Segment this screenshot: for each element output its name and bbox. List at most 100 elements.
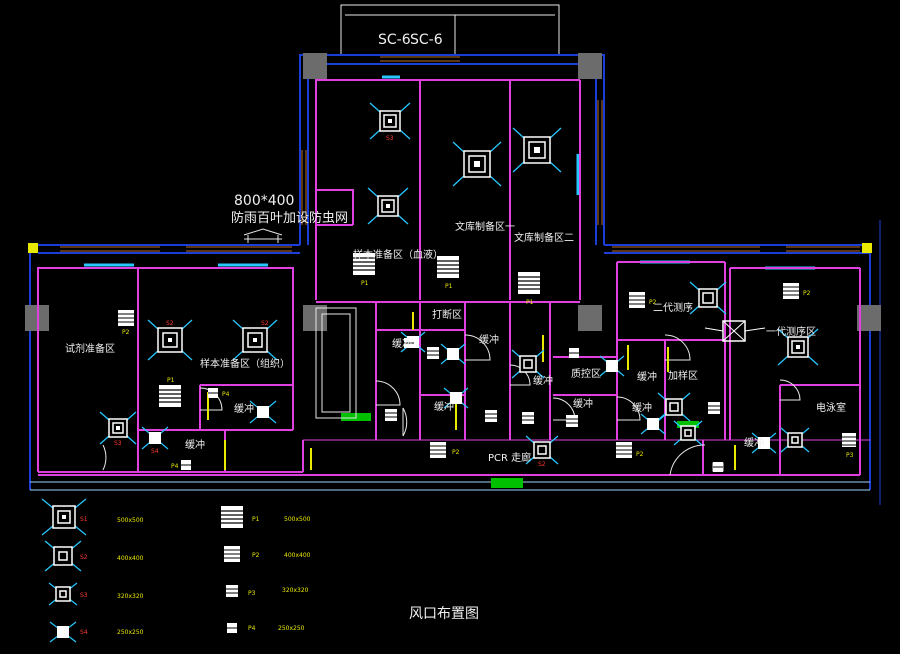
rooftop-units: SC-6 SC-6 (340, 4, 560, 56)
svg-text:P2: P2 (803, 290, 811, 297)
room-label-electrophoresis: 电泳室 (816, 401, 846, 414)
legend-supply-s4 (49, 621, 77, 643)
supply-diffuser-s3 (511, 349, 545, 379)
legend-supply-s1 (41, 498, 87, 536)
supply-diffuser-s3: S2 (525, 435, 559, 468)
room-label-buffer: 缓冲 (637, 370, 657, 383)
interior-fixture (315, 307, 357, 419)
supply-diffuser-s4 (440, 343, 466, 365)
room-label-corridor: PCR 走廊 (488, 451, 531, 464)
return-grille-p4 (713, 462, 723, 472)
supply-diffuser-s2 (777, 328, 819, 366)
svg-text:P4: P4 (222, 391, 230, 398)
supply-diffuser-s4: S4 (141, 426, 169, 455)
return-grille-p2: P2 (118, 310, 134, 336)
return-grille-p3 (427, 347, 439, 359)
room-label-reagent: 试剂准备区 (65, 342, 115, 355)
return-grille-p2: P2 (430, 442, 460, 458)
legend-return-p3-tag: P3 (248, 590, 256, 597)
svg-text:P2: P2 (636, 451, 644, 458)
return-grilles: P1 P1 P1 P1 P2 P2 P2 (118, 253, 856, 472)
svg-text:P1: P1 (445, 283, 453, 290)
structural-walls (29, 54, 881, 505)
room-label-buffer: 缓冲 (234, 402, 254, 415)
svg-text:P3: P3 (846, 452, 854, 459)
room-label-lib-prep-2: 文库制备区二 (514, 231, 574, 244)
louver-annotation: 800*400 防雨百叶加设防虫网 (231, 193, 348, 243)
supply-diffuser-s3 (780, 427, 810, 453)
room-labels: 试剂准备区 样本准备区（组织） 样本准备区（血液） 文库制备区一 文库制备区二 … (65, 220, 846, 464)
legend-return-p4-tag: P4 (248, 625, 256, 632)
supply-diffuser-s3: S3 (99, 411, 137, 447)
room-label-sample-prep-tissue: 样本准备区（组织） (200, 357, 290, 370)
room-label-buffer: 缓冲 (744, 436, 764, 449)
room-label-buffer: 缓冲 (632, 401, 652, 414)
legend-return-p2-size: 400x400 (284, 552, 311, 559)
svg-text:P2: P2 (452, 449, 460, 456)
return-grille-p4: P4 (171, 460, 191, 470)
svg-text:P1: P1 (526, 299, 534, 306)
room-label-lib-prep-1: 文库制备区一 (455, 220, 515, 233)
supply-diffuser-s2 (689, 281, 727, 315)
return-grille-p2: P2 (783, 283, 811, 299)
rooftop-unit-label-2: SC-6 (410, 32, 443, 48)
equipment-box (704, 320, 766, 342)
rooftop-unit-label-1: SC-6 (378, 32, 411, 48)
legend-supply-s4-size: 250x250 (117, 629, 144, 636)
partitions (37, 79, 870, 476)
legend-supply-s3-size: 320x320 (117, 593, 144, 600)
legend-return-p4 (227, 623, 237, 633)
return-grille-p4 (404, 338, 414, 348)
return-grille-p3: P3 (842, 433, 856, 459)
legend-supply-s1-size: 500x500 (117, 517, 144, 524)
svg-text:P2: P2 (649, 299, 657, 306)
room-label-gen2-seq: 二代测序 (653, 301, 693, 314)
legend-supply-s3 (48, 582, 78, 606)
supply-diffuser-s4 (640, 413, 666, 435)
wall-hatching (60, 56, 860, 252)
louver-description: 防雨百叶加设防虫网 (231, 210, 348, 226)
supply-diffuser-s3 (657, 392, 691, 422)
svg-text:S2: S2 (166, 320, 174, 327)
supply-diffuser-s3: S3 (369, 102, 411, 142)
windows (84, 75, 815, 270)
supply-diffuser-s1 (512, 127, 562, 173)
columns (25, 53, 881, 331)
room-label-quality: 质控区 (571, 367, 601, 380)
supply-diffuser-s4 (443, 387, 469, 409)
return-grille-p2: P2 (616, 442, 644, 458)
svg-text:P1: P1 (167, 377, 175, 384)
legend-supply-s1-tag: S1 (80, 516, 88, 523)
return-grille-p4: P4 (208, 388, 230, 398)
room-label-gen1-seq: 一代测序区 (766, 325, 816, 338)
room-label-addition: 加样区 (668, 369, 698, 382)
svg-text:P4: P4 (171, 463, 179, 470)
legend-return-p1-size: 500x500 (284, 516, 311, 523)
legend-supply-s4-tag: S4 (80, 629, 88, 636)
room-label-buffer: 缓冲 (185, 438, 205, 451)
legend-return-p1 (221, 506, 243, 528)
supply-diffuser-s3 (367, 187, 409, 225)
return-grille-p2: P2 (629, 292, 657, 308)
room-label-buffer: 缓冲 (533, 374, 553, 387)
svg-text:S4: S4 (151, 448, 159, 455)
legend: S1 500x500 S2 400x400 S3 320x320 S4 250x… (41, 498, 479, 643)
svg-text:S2: S2 (261, 320, 269, 327)
legend-return-p4-size: 250x250 (278, 625, 305, 632)
legend-supply-s3-tag: S3 (80, 592, 88, 599)
return-grille-p1: P1 (353, 253, 375, 287)
supply-diffuser-s3 (673, 420, 703, 446)
supply-diffuser-s1 (452, 141, 502, 187)
supply-diffuser-s4 (751, 432, 777, 454)
return-grille-p3 (522, 412, 534, 424)
drawing-title: 风口布置图 (409, 606, 479, 622)
supply-diffusers: S3 S2 (99, 102, 819, 468)
legend-return-p3-size: 320x320 (282, 587, 309, 594)
doors (102, 334, 801, 476)
return-grille-p3 (485, 410, 497, 422)
legend-return-p3 (226, 585, 238, 597)
room-label-buffer: 缓冲 (434, 400, 454, 413)
door-marks-yellow (207, 312, 736, 470)
return-grille-p4 (569, 348, 579, 358)
